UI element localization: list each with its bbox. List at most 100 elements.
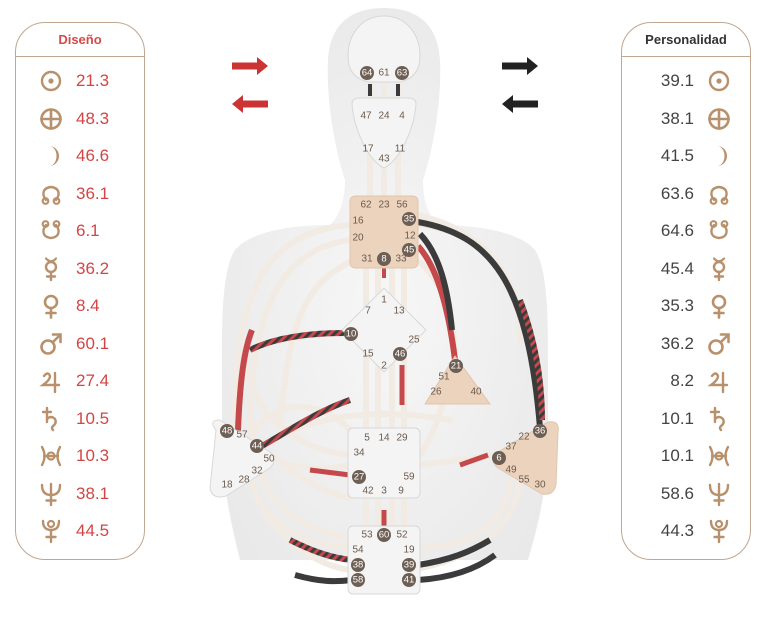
neptune-icon — [706, 481, 732, 507]
gate-number: 38 — [353, 560, 364, 571]
gate-number: 45 — [404, 245, 415, 256]
personality-row-moon: 41.5 — [661, 141, 732, 171]
venus-icon — [38, 293, 64, 319]
personality-row-pluto: 44.3 — [661, 516, 732, 546]
gate-number: 44 — [252, 441, 263, 452]
gate-number: 20 — [352, 233, 364, 244]
gate-number: 8 — [381, 254, 386, 265]
active-gate-dot — [402, 573, 416, 587]
design-title: Diseño — [58, 32, 102, 47]
design-row-neptune: 38.1 — [38, 479, 109, 509]
north-node-icon — [706, 181, 732, 207]
gate-number: 18 — [221, 480, 233, 491]
channel-active — [459, 452, 489, 468]
personality-title: Personalidad — [645, 32, 727, 47]
pluto-icon — [38, 518, 64, 544]
personality-value: 45.4 — [660, 258, 694, 278]
earth-icon — [706, 106, 732, 132]
heart-center — [424, 355, 491, 405]
gate-number: 58 — [353, 575, 364, 586]
gate-number: 31 — [361, 254, 373, 265]
gate-number: 21 — [451, 361, 462, 372]
channel-inactive — [231, 222, 353, 443]
gate-number: 39 — [404, 560, 415, 571]
arrow-right-icon — [502, 57, 538, 75]
mars-icon — [38, 331, 64, 357]
gate-number: 4 — [399, 111, 405, 122]
design-row-moon: 46.6 — [38, 141, 109, 171]
personality-value: 41.5 — [660, 146, 694, 165]
personality-value: 10.1 — [660, 446, 694, 465]
gate-number: 30 — [534, 480, 546, 491]
sun-icon — [38, 68, 64, 94]
gate-number: 13 — [393, 306, 405, 317]
uranus-icon — [706, 443, 732, 469]
gate-number: 15 — [362, 349, 374, 360]
gate-number: 59 — [403, 472, 415, 483]
personality-row-neptune: 58.6 — [661, 479, 732, 509]
gate-number: 29 — [396, 433, 408, 444]
gate-number: 55 — [518, 475, 530, 486]
earth-icon — [38, 106, 64, 132]
personality-row-venus: 35.3 — [661, 291, 732, 321]
channel-active — [260, 397, 351, 449]
gate-number: 48 — [222, 426, 233, 437]
design-value: 48.3 — [76, 108, 110, 128]
personality-value: 10.1 — [660, 408, 694, 428]
design-value: 6.1 — [76, 221, 100, 240]
active-gate-dot — [377, 252, 391, 266]
design-value: 44.5 — [76, 521, 110, 540]
gate-number: 28 — [238, 475, 250, 486]
sun-icon — [706, 68, 732, 94]
neptune-icon — [38, 481, 64, 507]
gate-number: 60 — [379, 530, 390, 541]
gate-number: 46 — [395, 349, 406, 360]
gate-number: 61 — [378, 68, 390, 79]
gate-number: 11 — [395, 144, 406, 155]
design-row-jupiter: 27.4 — [38, 366, 109, 396]
gate-number: 10 — [346, 329, 357, 340]
gate-number: 42 — [362, 486, 374, 497]
channel-active — [417, 219, 543, 429]
south-node-icon — [706, 218, 732, 244]
gate-number: 57 — [236, 430, 248, 441]
gate-number: 26 — [430, 387, 442, 398]
gate-number: 9 — [398, 486, 404, 497]
root-center — [347, 525, 421, 595]
active-gate-dot — [402, 212, 416, 226]
gate-number: 6 — [496, 453, 501, 464]
gate-number: 37 — [505, 442, 517, 453]
gate-number: 2 — [381, 361, 387, 372]
mars-icon — [706, 331, 732, 357]
active-gate-dot — [393, 347, 407, 361]
personality-value: 63.6 — [660, 183, 694, 203]
gate-number: 14 — [378, 433, 390, 444]
gate-number: 33 — [395, 254, 407, 265]
personality-value: 39.1 — [660, 71, 694, 90]
design-value: 38.1 — [76, 483, 110, 503]
active-gate-dot — [344, 327, 358, 341]
personality-row-south-node: 64.6 — [661, 216, 732, 246]
gate-number: 36 — [535, 426, 546, 437]
active-gate-dot — [351, 573, 365, 587]
gate-number: 34 — [353, 448, 365, 459]
gate-number: 23 — [378, 200, 390, 211]
channel-active — [288, 537, 353, 563]
gate-number: 56 — [396, 200, 408, 211]
gate-number: 32 — [251, 466, 263, 477]
throat-center — [349, 195, 419, 269]
design-row-saturn: 10.5 — [38, 404, 109, 434]
design-value: 21.3 — [76, 71, 110, 90]
design-row-north-node: 36.1 — [38, 179, 109, 209]
saturn-icon — [706, 406, 732, 432]
design-value: 8.4 — [76, 296, 100, 315]
personality-row-uranus: 10.1 — [661, 441, 732, 471]
moon-icon — [38, 143, 64, 169]
gate-number: 49 — [505, 465, 517, 476]
active-gate-dot — [377, 528, 391, 542]
design-value: 10.3 — [76, 446, 110, 465]
gate-number: 40 — [470, 387, 482, 398]
